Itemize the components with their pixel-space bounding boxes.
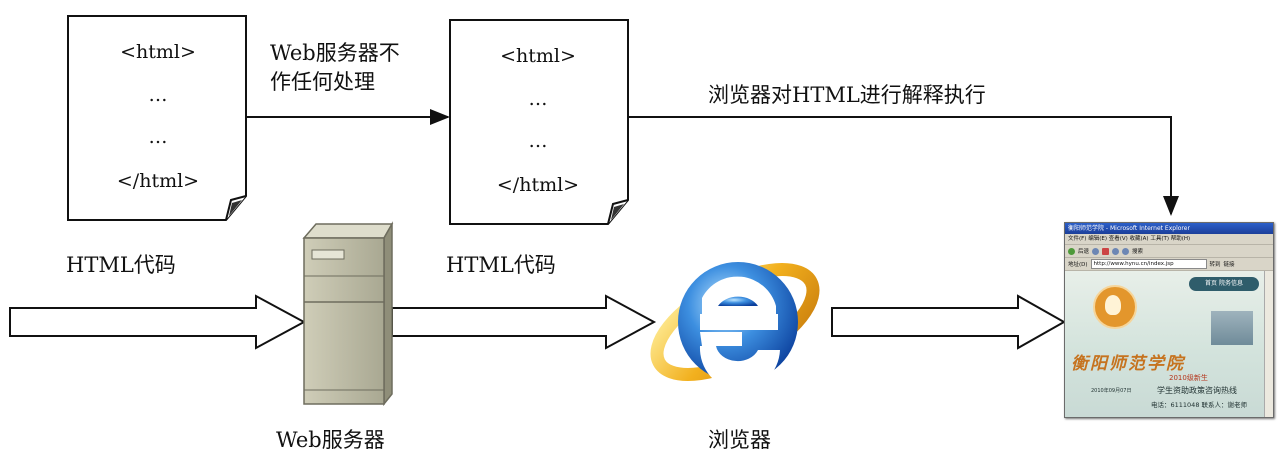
label-browser-interprets: 浏览器对HTML进行解释执行 [708, 83, 986, 107]
forward-icon [1092, 247, 1100, 255]
html-document-source [67, 15, 247, 221]
address-field: http://www.hynu.cn/index.jsp [1090, 259, 1207, 269]
go-label: 转到 [1209, 262, 1221, 268]
refresh-icon [1112, 247, 1120, 255]
toolbar-search-label: 搜索 [1132, 249, 1144, 255]
label-html-code-left: HTML代码 [66, 253, 176, 277]
doc2-open-tag: <html> [500, 45, 576, 67]
block-arrow-server-to-browser [391, 294, 657, 350]
browser-window-screenshot: 衡阳师范学院 - Microsoft Internet Explorer 文件(… [1064, 222, 1274, 418]
label-html-code-middle: HTML代码 [446, 253, 556, 277]
college-name: 衡阳师范学院 [1071, 354, 1185, 374]
page-hotline-line: 学生资助政策咨询热线 [1157, 386, 1237, 395]
block-arrow-html-to-server [9, 294, 307, 350]
back-icon [1068, 247, 1075, 255]
page-phone-line: 电话：6111048 联系人：谢老师 [1151, 401, 1248, 409]
doc2-ellipsis-1: … [528, 88, 548, 110]
browser-menu-bar: 文件(F) 编辑(E) 查看(V) 收藏(A) 工具(T) 帮助(H) [1065, 234, 1273, 245]
college-logo-icon [1093, 285, 1137, 329]
browser-scrollbar [1264, 271, 1273, 417]
label-server-no-processing-line1: Web服务器不 [270, 41, 400, 65]
html-document-output [449, 19, 629, 225]
doc1-close-tag: </html> [116, 170, 200, 192]
doc2-ellipsis-2: … [528, 130, 548, 152]
label-browser: 浏览器 [708, 428, 771, 452]
doc2-close-tag: </html> [496, 174, 580, 196]
address-label: 地址(D) [1068, 262, 1088, 268]
web-server-icon [302, 221, 394, 407]
block-arrow-browser-to-page [831, 294, 1067, 350]
label-web-server: Web服务器 [276, 428, 385, 452]
doc1-ellipsis-2: … [148, 126, 168, 148]
doc1-ellipsis-1: … [148, 84, 168, 106]
browser-page-content: 首页 院务信息 衡阳师范学院 2010级新生 2010年09月07日 学生资助政… [1065, 271, 1265, 417]
internet-explorer-icon [650, 262, 820, 391]
doc1-open-tag: <html> [120, 41, 196, 63]
browser-address-row: 地址(D) http://www.hynu.cn/index.jsp 转到 链接 [1065, 258, 1273, 271]
browser-toolbar: 后退 搜索 [1065, 245, 1273, 258]
links-label: 链接 [1223, 262, 1235, 268]
page-date-line: 2010年09月07日 [1091, 388, 1132, 394]
campus-building-image [1211, 311, 1253, 345]
label-server-no-processing-line2: 作任何处理 [270, 70, 375, 94]
page-nav: 首页 院务信息 [1189, 277, 1259, 291]
browser-title-bar: 衡阳师范学院 - Microsoft Internet Explorer [1065, 223, 1273, 234]
search-icon [1122, 247, 1130, 255]
arrow-document-to-browser [628, 116, 1179, 216]
page-year-line: 2010级新生 [1169, 374, 1208, 382]
stop-icon [1102, 247, 1110, 255]
toolbar-back-label: 后退 [1078, 249, 1090, 255]
